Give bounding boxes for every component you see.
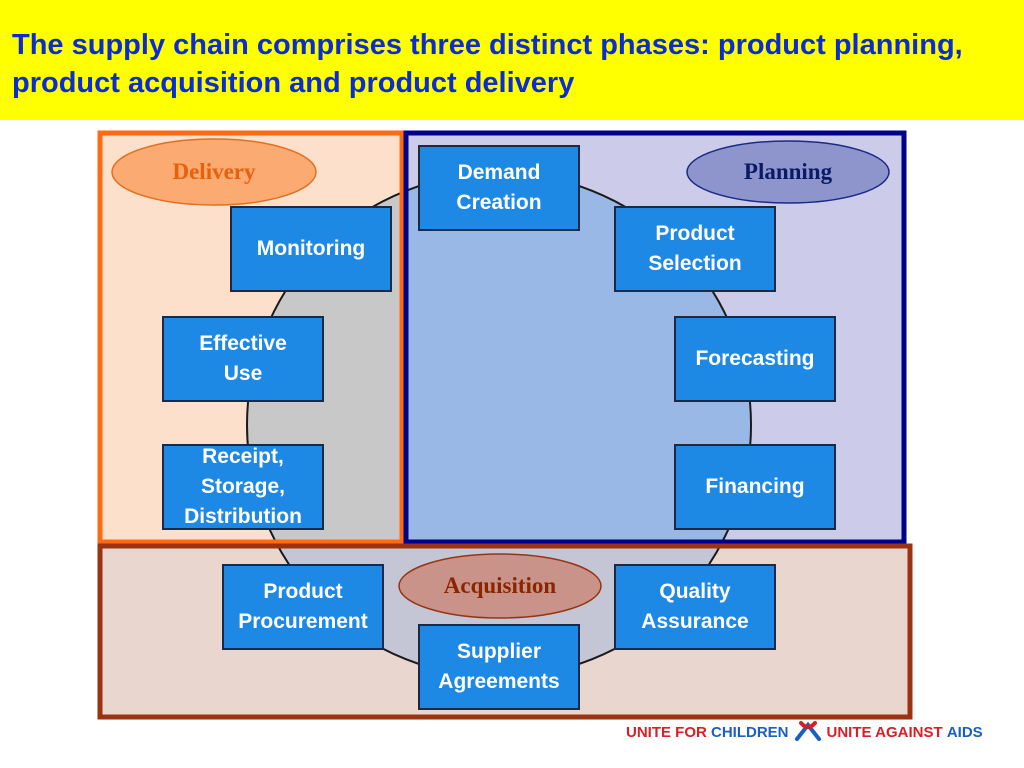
aids-ribbon-icon: [793, 719, 823, 745]
footer-children: CHILDREN: [711, 723, 789, 741]
planning-border: [403, 130, 907, 545]
title-banner: The supply chain comprises three distinc…: [0, 0, 1024, 120]
footer-unite-against: UNITE AGAINST: [826, 723, 943, 741]
acquisition-ellipse: [398, 553, 602, 619]
acquisition-border: [97, 543, 913, 720]
footer-aids: AIDS: [946, 723, 983, 741]
effective-use-box: Effective Use: [162, 316, 324, 402]
unite-for-children-logo: UNITE FOR CHILDREN UNITE AGAINST AIDS: [626, 717, 1006, 747]
receipt-storage-distribution-box: Receipt, Storage, Distribution: [162, 444, 324, 530]
slide-title: The supply chain comprises three distinc…: [12, 29, 963, 99]
demand-creation-box: Demand Creation: [418, 145, 580, 231]
forecasting-box: Forecasting: [674, 316, 836, 402]
product-procurement-box: Product Procurement: [222, 564, 384, 650]
supplier-agreements-box: Supplier Agreements: [418, 624, 580, 710]
footer-unite-for: UNITE FOR: [626, 723, 707, 741]
product-selection-box: Product Selection: [614, 206, 776, 292]
quality-assurance-box: Quality Assurance: [614, 564, 776, 650]
delivery-label: Delivery: [172, 159, 256, 184]
delivery-border: [97, 130, 405, 545]
monitoring-box: Monitoring: [230, 206, 392, 292]
financing-box: Financing: [674, 444, 836, 530]
delivery-ellipse: [111, 138, 317, 206]
planning-label: Planning: [743, 159, 833, 184]
planning-ellipse: [686, 140, 890, 204]
acquisition-label: Acquisition: [443, 573, 557, 598]
